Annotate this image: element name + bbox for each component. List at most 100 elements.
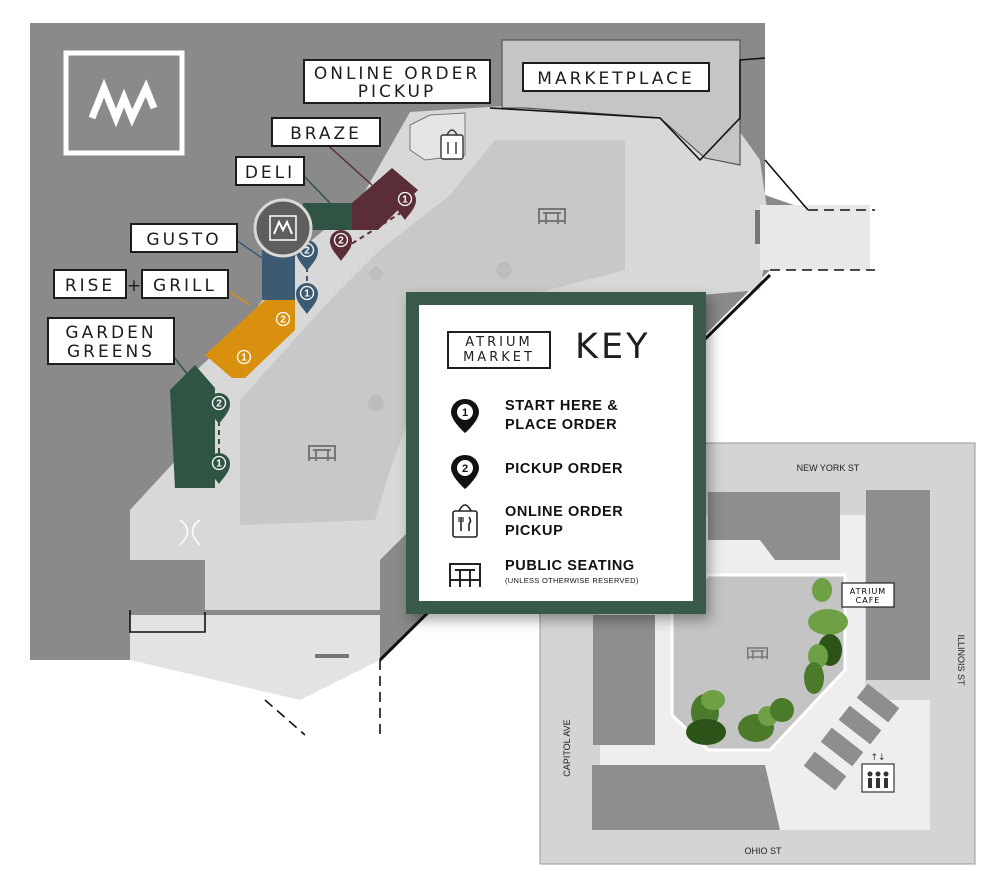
braze-label: BRAZE (271, 117, 381, 147)
braze-leader (321, 139, 373, 186)
seating-bar (803, 751, 847, 791)
inset-east-building (866, 490, 930, 680)
braze-stall (352, 168, 418, 230)
braze-path (344, 211, 403, 249)
street-west: CAPITOL AVE (562, 719, 572, 776)
atrium-logo-marker-icon (253, 198, 313, 258)
gusto-label: GUSTO (130, 223, 238, 253)
atrium-market-wordmark: ATRIUM MARKET (447, 331, 551, 369)
elevator-icon: ↑↓ (861, 753, 895, 793)
key-item-3-line-1: ONLINE ORDER (505, 504, 624, 520)
map-pin-number: 1 (241, 353, 247, 364)
pillar (367, 265, 385, 283)
concourse-floor (130, 615, 380, 700)
pin-1-icon: 1 (451, 399, 479, 433)
angular-m-logo-icon (88, 78, 158, 128)
pin-2-icon: 2 (451, 455, 479, 489)
rise-grill-label: RISE + GRILL (53, 269, 229, 299)
atrium-market-logo (63, 50, 185, 156)
shopping-bag-utensils-icon (440, 129, 464, 160)
online-order-pickup-label: ONLINE ORDER PICKUP (303, 59, 491, 104)
map-pin-rise-grill-2: 2 (272, 309, 294, 340)
map-pin-number: 2 (280, 315, 286, 326)
map-pin-number: 2 (338, 236, 344, 247)
key-item-2-line-1: PICKUP ORDER (505, 461, 624, 477)
tree (812, 578, 832, 602)
garden-greens-stall (170, 365, 215, 488)
key-item-4-line-1: PUBLIC SEATING (505, 558, 635, 574)
key-item-4-note: (UNLESS OTHERWISE RESERVED) (505, 576, 639, 585)
rise-grill-leader (229, 291, 251, 306)
inset-west-building (593, 615, 655, 745)
seating-bar (820, 727, 864, 767)
svg-text:1: 1 (462, 407, 468, 419)
wordmark-line-1: ATRIUM (465, 335, 533, 350)
deli-label: DELI (235, 156, 305, 186)
inset-north-building (708, 492, 840, 560)
tree (701, 690, 725, 710)
map-pin-rise-grill-1: 1 (233, 347, 255, 378)
pillar (368, 395, 384, 411)
map-pin-braze-1: 1 (394, 189, 416, 220)
tree (808, 644, 828, 668)
tree (804, 662, 824, 694)
building-edge (764, 159, 809, 211)
svg-text:↑↓: ↑↓ (870, 753, 885, 763)
grill-text: GRILL (153, 276, 217, 296)
tree (770, 698, 794, 722)
deli-stall (303, 203, 352, 230)
inset-south-building (592, 765, 780, 830)
pillar (496, 262, 512, 278)
rise-text: RISE (65, 276, 115, 296)
garden-greens-label: GARDEN GREENS (47, 317, 175, 365)
map-pin-number: 1 (216, 459, 222, 470)
street-east: ILLINOIS ST (956, 634, 966, 686)
picnic-table-icon (449, 563, 481, 587)
door-marker (755, 210, 760, 244)
door-marker (315, 654, 349, 658)
garden-greens-line-1: GARDEN (65, 323, 156, 343)
right-corridor-floor (760, 205, 870, 270)
shopping-bag-utensils-icon (452, 504, 478, 538)
svg-text:2: 2 (462, 463, 468, 475)
map-key-content: ATRIUM MARKET KEY 1 START HERE & PLACE O… (419, 305, 693, 601)
map-key-panel: ATRIUM MARKET KEY 1 START HERE & PLACE O… (406, 292, 706, 614)
building-edge (264, 699, 306, 736)
map-pin-garden-greens-2: 2 (208, 393, 230, 424)
building-edge (489, 57, 766, 162)
wordmark-line-2: MARKET (463, 350, 535, 365)
marketplace-label: MARKETPLACE (522, 62, 710, 92)
map-pin-number: 2 (216, 399, 222, 410)
atrium-cafe-line-2: CAFE (856, 596, 881, 605)
map-pin-gusto-1: 1 (296, 283, 318, 314)
gusto-stall (262, 250, 295, 300)
map-pin-number: 1 (304, 289, 310, 300)
tree (686, 719, 726, 745)
street-north: NEW YORK ST (797, 463, 860, 473)
marketplace-text: MARKETPLACE (537, 69, 694, 89)
key-item-1-line-1: START HERE & (505, 398, 619, 414)
map-pin-garden-greens-1: 1 (208, 453, 230, 484)
street-south: OHIO ST (744, 846, 782, 856)
inset-map: ↑↓ NEW YORK ST OHIO ST ILLINOIS ST CAPIT… (539, 442, 976, 865)
building-edge (129, 610, 206, 633)
atrium-cafe-badge (841, 582, 895, 608)
map-pin-braze-2: 2 (330, 230, 352, 261)
gusto-text: GUSTO (146, 230, 221, 250)
key-item-1-line-2: PLACE ORDER (505, 417, 618, 433)
seating-bar (838, 705, 882, 745)
online-order-pickup-line-1: ONLINE ORDER (314, 64, 480, 84)
online-order-pickup-line-2: PICKUP (358, 82, 437, 102)
seating-bar (856, 683, 900, 723)
map-pin-number: 2 (304, 246, 310, 257)
door-icon (179, 519, 201, 546)
plus-text: + (127, 276, 141, 296)
garden-greens-line-2: GREENS (67, 342, 155, 362)
gusto-leader (235, 239, 263, 259)
braze-text: BRAZE (290, 124, 362, 144)
key-title: KEY (575, 327, 651, 367)
atrium-cafe-line-1: ATRIUM (850, 587, 886, 596)
tree (808, 609, 848, 635)
deli-text: DELI (245, 163, 295, 183)
key-item-3-line-2: PICKUP (505, 523, 564, 539)
